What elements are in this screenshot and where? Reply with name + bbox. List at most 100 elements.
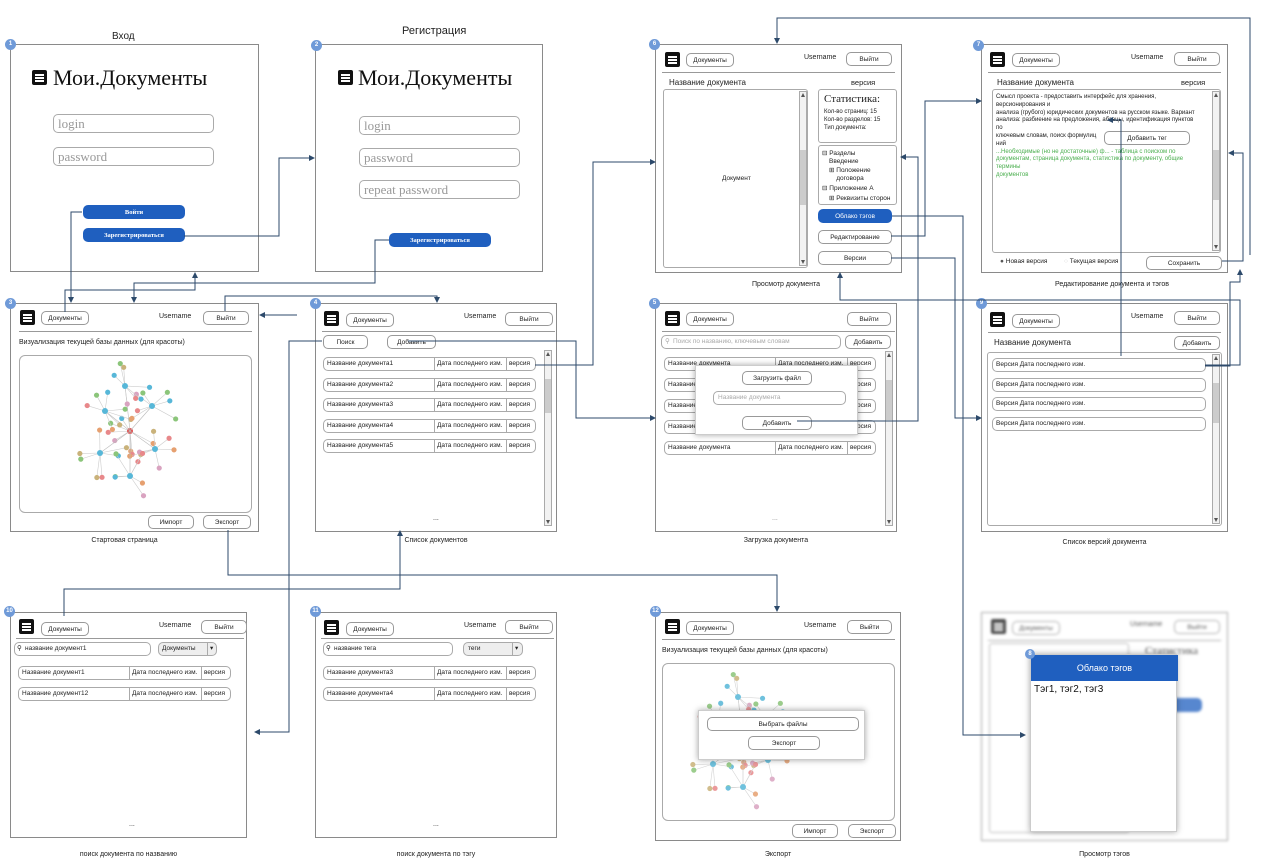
- document-title: Название документа: [669, 78, 746, 87]
- screen-2-title: Регистрация: [402, 25, 467, 37]
- tree-item-requisites[interactable]: ⊞ Реквизиты сторон: [829, 195, 891, 202]
- version-row[interactable]: Версия Дата последнего изм.: [992, 377, 1206, 392]
- search-button[interactable]: Поиск: [323, 335, 368, 349]
- graph-node: [759, 695, 766, 701]
- graph-edge: [151, 405, 176, 420]
- expand-icon: ⊞: [829, 195, 835, 202]
- graph-edge: [99, 447, 127, 454]
- editor-line-highlight: документам, страница документа, статисти…: [996, 156, 1184, 163]
- register-login-input[interactable]: login: [359, 116, 520, 135]
- logout-button[interactable]: Выйти: [1174, 311, 1220, 325]
- current-version-radio[interactable]: ○ Текущая версия: [1064, 258, 1119, 265]
- logout-button[interactable]: Выйти: [505, 312, 553, 326]
- export-button[interactable]: Экспорт: [203, 515, 251, 529]
- documents-button[interactable]: Документы: [1012, 53, 1060, 67]
- password-input[interactable]: password: [53, 147, 214, 166]
- search-input[interactable]: ⚲Поиск по названию, ключевым словам: [661, 335, 841, 349]
- tree-item-provisions[interactable]: ⊞ Положение договора: [829, 167, 871, 182]
- login-button[interactable]: Войти: [83, 205, 185, 219]
- search-type-select[interactable]: Документы▾: [158, 642, 217, 656]
- viewer-scrollbar[interactable]: [799, 91, 807, 266]
- add-button[interactable]: Добавить: [845, 335, 891, 349]
- add-version-button[interactable]: Добавить: [1174, 336, 1220, 350]
- add-tag-button[interactable]: Добавить тег: [1104, 131, 1190, 145]
- version-row[interactable]: Версия Дата последнего изм.: [992, 416, 1206, 431]
- save-button[interactable]: Сохранить: [1146, 256, 1222, 270]
- header-divider: [321, 638, 554, 639]
- logout-button[interactable]: Выйти: [847, 312, 891, 326]
- login-input[interactable]: login: [53, 114, 214, 133]
- register-password-input[interactable]: password: [359, 148, 520, 167]
- tree-root-sections[interactable]: ⊟ Разделы: [822, 150, 856, 157]
- editor-textarea[interactable]: Смысл проекта - предоставить интерфейс д…: [992, 89, 1221, 253]
- versions-scrollbar[interactable]: [1212, 354, 1220, 524]
- version-row[interactable]: Версия Дата последнего изм.: [992, 358, 1206, 372]
- version-row[interactable]: Версия Дата последнего изм.: [992, 397, 1206, 411]
- import-button[interactable]: Импорт: [792, 824, 838, 838]
- new-version-radio[interactable]: ● Новая версия: [1000, 258, 1048, 265]
- versions-button[interactable]: Версии: [818, 251, 892, 265]
- documents-button[interactable]: Документы: [1012, 314, 1060, 328]
- logout-button[interactable]: Выйти: [847, 620, 892, 634]
- list-scrollbar[interactable]: [885, 351, 893, 526]
- tag-cloud-button[interactable]: Облако тэгов: [818, 209, 892, 223]
- tree-item-appendix[interactable]: ⊟ Приложение А: [822, 185, 874, 192]
- upload-file-button[interactable]: Загрузить файл: [742, 371, 812, 385]
- logout-button[interactable]: Выйти: [203, 311, 249, 325]
- graph-edge: [767, 759, 788, 762]
- documents-button[interactable]: Документы: [686, 53, 734, 67]
- documents-button[interactable]: Документы: [686, 312, 734, 326]
- edit-button[interactable]: Редактирование: [818, 230, 892, 244]
- logout-button[interactable]: Выйти: [1174, 52, 1220, 66]
- search-input[interactable]: ⚲название тега: [323, 642, 453, 656]
- documents-button[interactable]: Документы: [346, 313, 394, 327]
- choose-files-button[interactable]: Выбрать файлы: [707, 717, 859, 731]
- search-icon: ⚲: [326, 645, 331, 652]
- add-button[interactable]: Добавить: [387, 335, 436, 349]
- editor-scrollbar[interactable]: [1212, 91, 1220, 251]
- document-title: Название документа: [994, 338, 1071, 347]
- confirm-add-button[interactable]: Добавить: [742, 416, 812, 430]
- graph-node: [97, 427, 103, 433]
- documents-button[interactable]: Документы: [346, 622, 394, 636]
- documents-button[interactable]: Документы: [686, 621, 734, 635]
- visualization-label: Визуализация текущей базы данных (для кр…: [662, 647, 828, 654]
- doc-name-cell: Название документа: [668, 360, 731, 367]
- screen-7-frame: Документы Username Выйти Название докуме…: [981, 44, 1228, 273]
- repeat-password-input[interactable]: repeat password: [359, 180, 520, 199]
- documents-button[interactable]: Документы: [41, 311, 89, 325]
- search-type-select[interactable]: теги▾: [463, 642, 523, 656]
- document-name-input[interactable]: Название документа: [713, 391, 846, 405]
- graph-node: [752, 761, 759, 768]
- logout-button[interactable]: Выйти: [201, 620, 247, 634]
- graph-node: [753, 701, 759, 707]
- logout-button[interactable]: Выйти: [846, 52, 892, 66]
- documents-button[interactable]: Документы: [41, 622, 89, 636]
- documents-button[interactable]: Документы: [1012, 621, 1060, 635]
- list-scrollbar[interactable]: [544, 350, 552, 526]
- register-button[interactable]: Зарегистрироваться: [389, 233, 491, 247]
- logout-button[interactable]: Выйти: [1174, 620, 1220, 634]
- logout-button[interactable]: Выйти: [505, 620, 553, 634]
- search-input[interactable]: ⚲название документ1: [14, 642, 151, 656]
- doc-date-cell: Дата последнего изм.: [775, 442, 843, 454]
- graph-node: [78, 456, 84, 462]
- import-button[interactable]: Импорт: [148, 515, 194, 529]
- export-confirm-button[interactable]: Экспорт: [748, 736, 820, 750]
- document-logo-icon: [19, 619, 34, 634]
- tree-item-intro[interactable]: Введение: [829, 158, 859, 165]
- screen-11-caption: поиск документа по тэгу: [396, 851, 476, 858]
- doc-version-cell: версия: [201, 687, 225, 700]
- go-register-button[interactable]: Зарегистрироваться: [83, 228, 185, 242]
- export-button[interactable]: Экспорт: [848, 824, 896, 838]
